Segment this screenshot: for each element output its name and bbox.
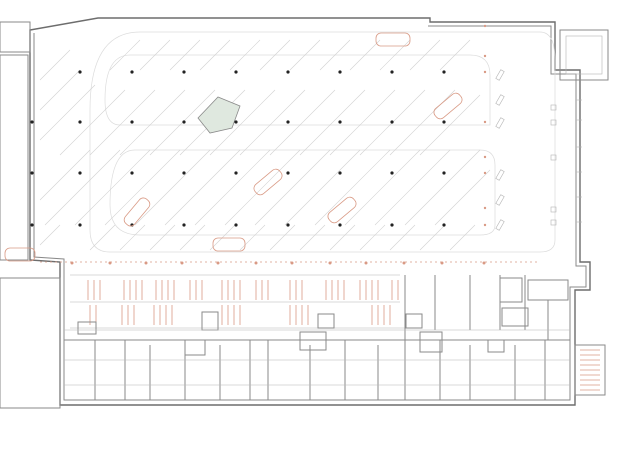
car-icon	[212, 237, 246, 252]
car-icon	[375, 32, 411, 47]
car-icon	[253, 168, 283, 196]
red-markers	[40, 24, 540, 265]
car-icon	[327, 196, 357, 224]
right-edge-elements	[495, 69, 582, 231]
drive-aisle	[89, 31, 556, 253]
building-outline	[0, 17, 609, 409]
ramp-area	[197, 96, 241, 134]
parking-stalls	[39, 39, 491, 251]
structural-columns	[30, 70, 446, 227]
car-icon	[123, 197, 151, 227]
parked-cars	[4, 32, 463, 262]
lower-rooms	[64, 275, 606, 400]
car-icon	[433, 92, 463, 120]
storage-racks	[70, 274, 420, 329]
car-icon	[4, 247, 36, 262]
